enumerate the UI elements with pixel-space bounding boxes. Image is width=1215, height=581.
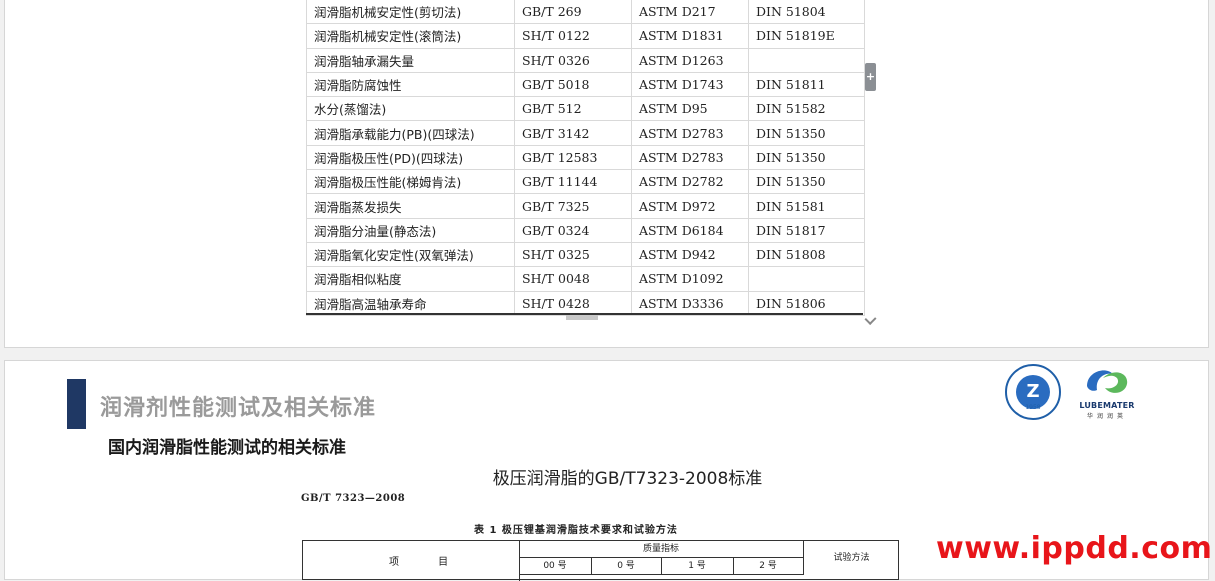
test-item-cell: 润滑脂高温轴承寿命 <box>306 290 515 316</box>
lubemater-logo: LUBEMATER 华润润英 <box>1075 364 1139 420</box>
din-standard-cell: DIN 51811 <box>748 71 865 98</box>
din-standard-cell: DIN 51806 <box>748 290 865 316</box>
quality-header-cell: 质量指标 <box>519 541 804 558</box>
grade-cell: 00 号 <box>519 558 592 575</box>
din-standard-cell: DIN 51817 <box>748 217 865 243</box>
test-item-cell: 润滑脂极压性能(梯姆肯法) <box>306 169 515 195</box>
astm-standard-cell: ASTM D2783 <box>631 120 749 146</box>
table-stub <box>566 315 598 320</box>
astm-standard-cell: ASTM D1263 <box>631 47 749 73</box>
test-item-cell: 润滑脂蒸发损失 <box>306 193 515 219</box>
din-standard-cell <box>748 47 865 73</box>
din-standard-cell: DIN 51819E <box>748 23 865 49</box>
test-item-cell: 润滑脂机械安定性(剪切法) <box>306 0 515 25</box>
astm-standard-cell: ASTM D217 <box>631 0 749 25</box>
slide-title: 润滑剂性能测试及相关标准 <box>100 396 377 421</box>
din-standard-cell: DIN 51350 <box>748 120 865 146</box>
gb-standard-cell: SH/T 0428 <box>514 290 632 316</box>
table-bottom-rule <box>306 313 863 315</box>
lubemater-logo-icon <box>1087 370 1128 393</box>
gb-standard-cell: SH/T 0326 <box>514 47 632 73</box>
astm-standard-cell: ASTM D2783 <box>631 144 749 171</box>
astm-standard-cell: ASTM D6184 <box>631 217 749 243</box>
logo-year: 1958 <box>1025 404 1041 411</box>
gb-standard-cell: GB/T 5018 <box>514 71 632 98</box>
test-item-cell: 润滑脂氧化安定性(双氧弹法) <box>306 241 515 268</box>
resize-corner-icon[interactable] <box>864 312 877 326</box>
gb-standard-cell: GB/T 7325 <box>514 193 632 219</box>
gb-standard-cell: GB/T 0324 <box>514 217 632 243</box>
test-item-cell: 润滑脂承载能力(PB)(四球法) <box>306 120 515 146</box>
gb-standard-cell: GB/T 3142 <box>514 120 632 146</box>
spec-table-image: 项 目 质量指标 00 号 0 号 1 号 2 号 试验方法 <box>302 540 899 581</box>
din-standard-cell: DIN 51350 <box>748 169 865 195</box>
gb-standard-cell: SH/T 0048 <box>514 266 632 292</box>
din-standard-cell: DIN 51581 <box>748 193 865 219</box>
din-standard-cell: DIN 51804 <box>748 0 865 25</box>
site-watermark: www.ippdd.com <box>936 531 1213 566</box>
test-item-cell: 润滑脂分油量(静态法) <box>306 217 515 243</box>
astm-standard-cell: ASTM D942 <box>631 241 749 268</box>
slide-subtitle: 国内润滑脂性能测试的相关标准 <box>108 438 346 458</box>
astm-standard-cell: ASTM D972 <box>631 193 749 219</box>
item-header-cell: 项 目 <box>303 541 520 581</box>
gb-standard-cell: GB/T 12583 <box>514 144 632 171</box>
method-header-cell: 试验方法 <box>833 553 870 563</box>
din-standard-cell <box>748 266 865 292</box>
astm-standard-cell: ASTM D2782 <box>631 169 749 195</box>
astm-standard-cell: ASTM D1743 <box>631 71 749 98</box>
astm-standard-cell: ASTM D1831 <box>631 23 749 49</box>
astm-standard-cell: ASTM D3336 <box>631 290 749 316</box>
test-item-cell: 润滑脂机械安定性(滚筒法) <box>306 23 515 49</box>
document-code: GB/T 7323—2008 <box>301 493 406 504</box>
gb-standard-cell: GB/T 11144 <box>514 169 632 195</box>
astm-standard-cell: ASTM D95 <box>631 96 749 122</box>
grade-cell: 1 号 <box>661 558 734 575</box>
test-item-cell: 润滑脂轴承漏失量 <box>306 47 515 73</box>
gb-standard-cell: GB/T 512 <box>514 96 632 122</box>
society-logo: Z 1958 <box>1005 364 1061 420</box>
din-standard-cell: DIN 51808 <box>748 241 865 268</box>
standard-title: 极压润滑脂的GB/T7323-2008标准 <box>492 469 763 489</box>
expand-side-tab[interactable]: + <box>865 63 876 91</box>
logo-letter: Z <box>1026 381 1040 402</box>
logo-subtext: 华润润英 <box>1086 413 1127 420</box>
grade-cell: 0 号 <box>591 558 662 575</box>
test-item-cell: 润滑脂防腐蚀性 <box>306 71 515 98</box>
grade-cell: 2 号 <box>733 558 804 575</box>
table-caption: 表 1 极压锂基润滑脂技术要求和试验方法 <box>474 525 678 536</box>
slide-lubricant-standards: 润滑剂性能测试及相关标准 国内润滑脂性能测试的相关标准 极压润滑脂的GB/T73… <box>4 360 1209 581</box>
din-standard-cell: DIN 51350 <box>748 144 865 171</box>
title-accent-bar <box>67 379 86 429</box>
gb-standard-cell: GB/T 269 <box>514 0 632 25</box>
gb-standard-cell: SH/T 0122 <box>514 23 632 49</box>
test-item-cell: 润滑脂极压性(PD)(四球法) <box>306 144 515 171</box>
astm-standard-cell: ASTM D1092 <box>631 266 749 292</box>
din-standard-cell: DIN 51582 <box>748 96 865 122</box>
logo-wordmark: LUBEMATER <box>1079 401 1135 410</box>
test-item-cell: 润滑脂相似粘度 <box>306 266 515 292</box>
test-item-cell: 水分(蒸馏法) <box>306 96 515 122</box>
gb-standard-cell: SH/T 0325 <box>514 241 632 268</box>
